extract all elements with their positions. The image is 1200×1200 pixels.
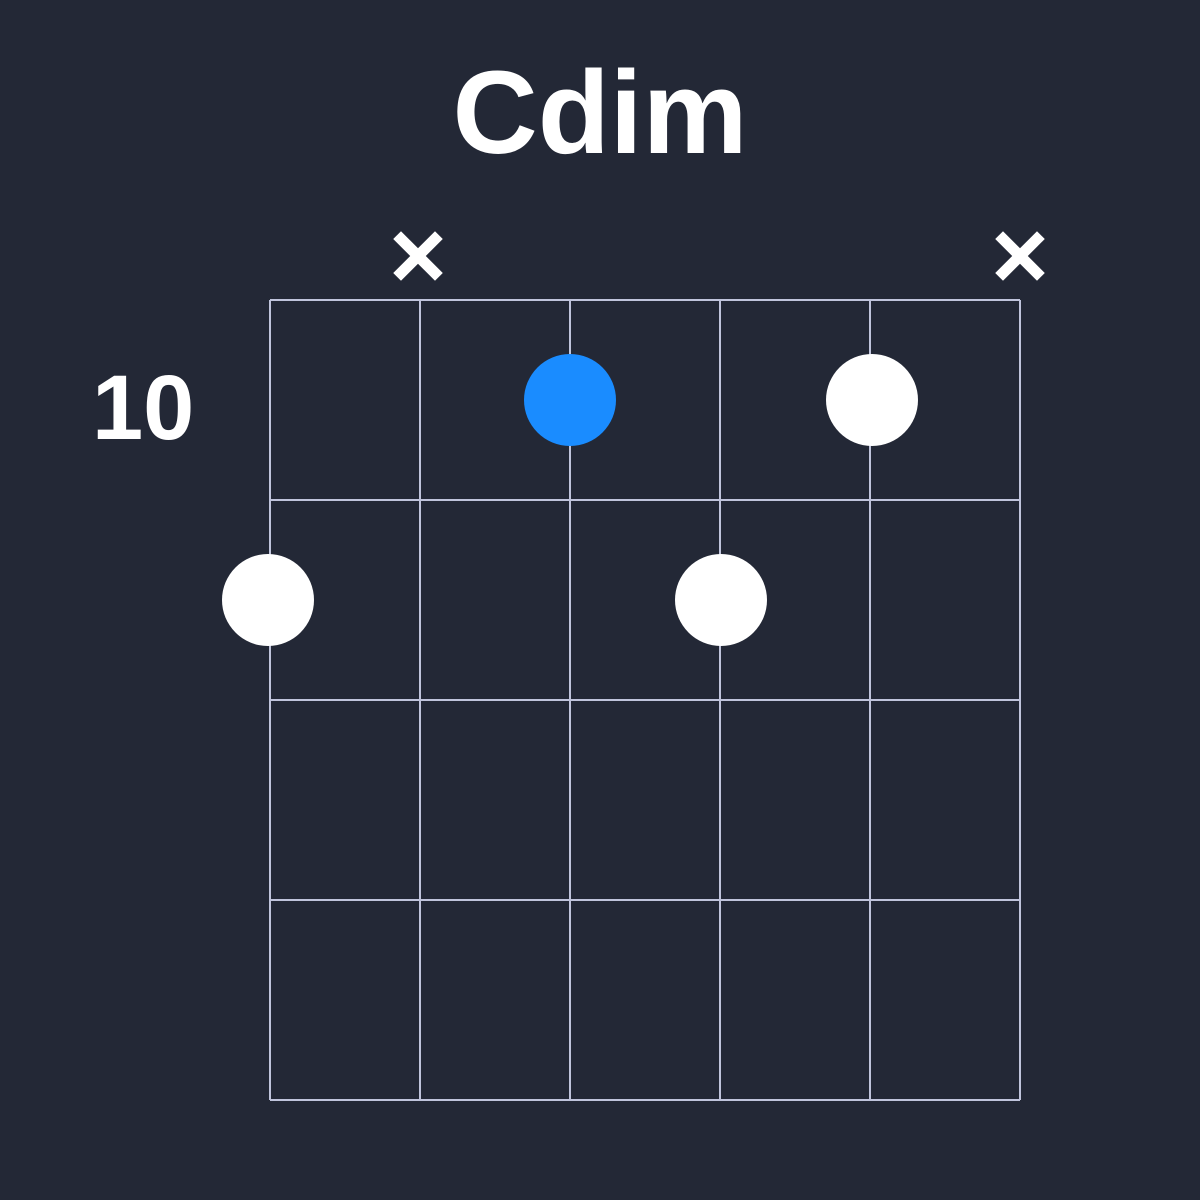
mute-x-icon (995, 231, 1045, 281)
finger-dot (675, 554, 767, 646)
root-finger-dot (524, 354, 616, 446)
finger-dot (826, 354, 918, 446)
start-fret-number: 10 (92, 357, 195, 459)
finger-dot (222, 554, 314, 646)
mute-x-icon (393, 231, 443, 281)
chord-title: Cdim (452, 47, 748, 179)
